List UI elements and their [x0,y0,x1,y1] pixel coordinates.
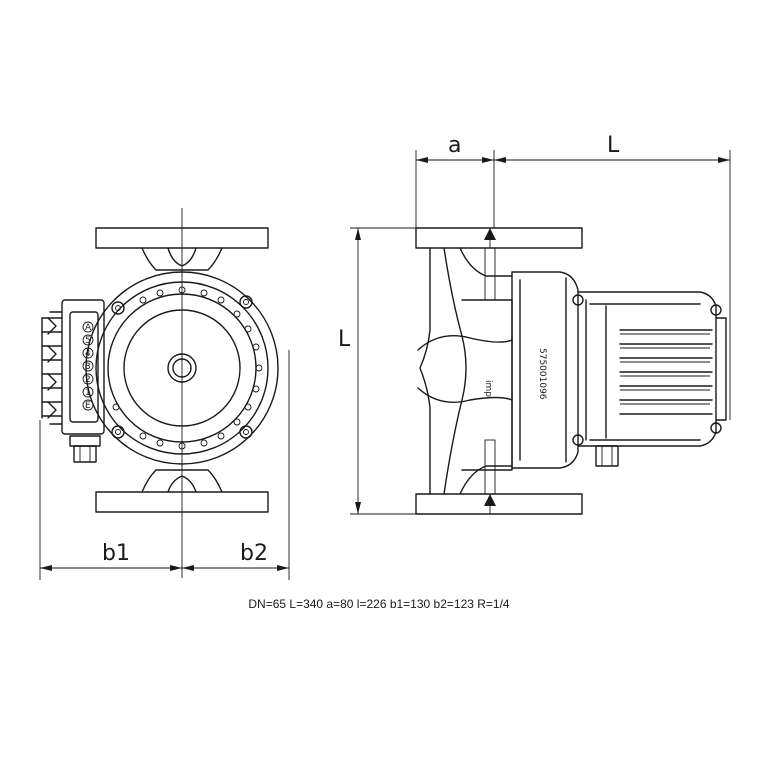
front-housing-outer [85,271,279,465]
front-ring-holes [112,286,263,450]
b1-dimension: b1 [40,541,182,571]
side-top-transition [459,247,513,277]
serial-number: 575001096 [537,348,547,400]
side-volute-curve-bottom [417,387,513,403]
flow-arrow-top [484,228,496,240]
front-top-neck [141,247,223,271]
L-top-label: L [607,133,620,158]
speed-mark: 2 [85,375,91,385]
speed-mark: E [85,401,91,411]
front-rotor-inner [123,309,241,427]
side-screw-motor-bottom [572,434,584,446]
side-view: imp 575001096 a [338,133,731,515]
front-bottom-flange [95,491,269,513]
L-top-dimension: L [494,133,730,163]
speed-mark: 5 [85,336,91,346]
b2-label: b2 [240,541,268,566]
front-control-box [41,299,105,463]
speed-mark: 4 [85,349,91,359]
side-motor-housing [511,271,579,469]
side-screw-motor-top [572,294,584,306]
front-top-flange [95,227,269,249]
front-vent-screw [167,353,197,383]
side-volute-curve-top [417,335,513,351]
spec-text: DN=65 L=340 a=80 l=226 b1=130 b2=123 R=1… [248,597,510,611]
front-bottom-neck [141,469,223,493]
side-volute-left [443,247,467,495]
side-terminal-box [577,291,717,447]
speed-switch: A 5 4 3 2 1 E [82,321,94,411]
a-label: a [448,133,461,158]
side-bottom-transition [459,465,513,495]
L-side-dimension: L [338,228,361,514]
a-dimension: a [416,133,494,163]
side-cable-gland [595,445,619,467]
side-inlet-slot-top [484,247,496,301]
side-top-flange [415,227,583,249]
front-bottom-inner [167,475,197,493]
L-side-label: L [338,327,351,352]
b1-label: b1 [102,541,130,566]
b2-dimension: b2 [182,541,289,571]
side-cooling-fins [619,329,713,415]
speed-mark: 3 [85,362,91,372]
side-body-left [419,247,431,495]
side-screw-bottom [710,422,722,434]
brand-mark: imp [483,380,493,397]
side-inlet-slot-bottom [484,439,496,495]
side-screw-top [710,304,722,316]
front-motor-screws [111,295,253,439]
front-top-inner [167,247,197,267]
front-housing-ring [95,281,269,455]
flow-arrow-bottom [484,494,496,506]
side-bottom-flange [415,493,583,515]
side-terminal-cover [605,305,727,439]
speed-mark: A [85,323,92,333]
front-vent-screw-inner [172,358,192,378]
speed-mark: 1 [85,388,91,398]
side-terminal-rails [589,303,701,441]
front-view: A 5 4 3 2 1 E b1 b2 [39,208,290,580]
